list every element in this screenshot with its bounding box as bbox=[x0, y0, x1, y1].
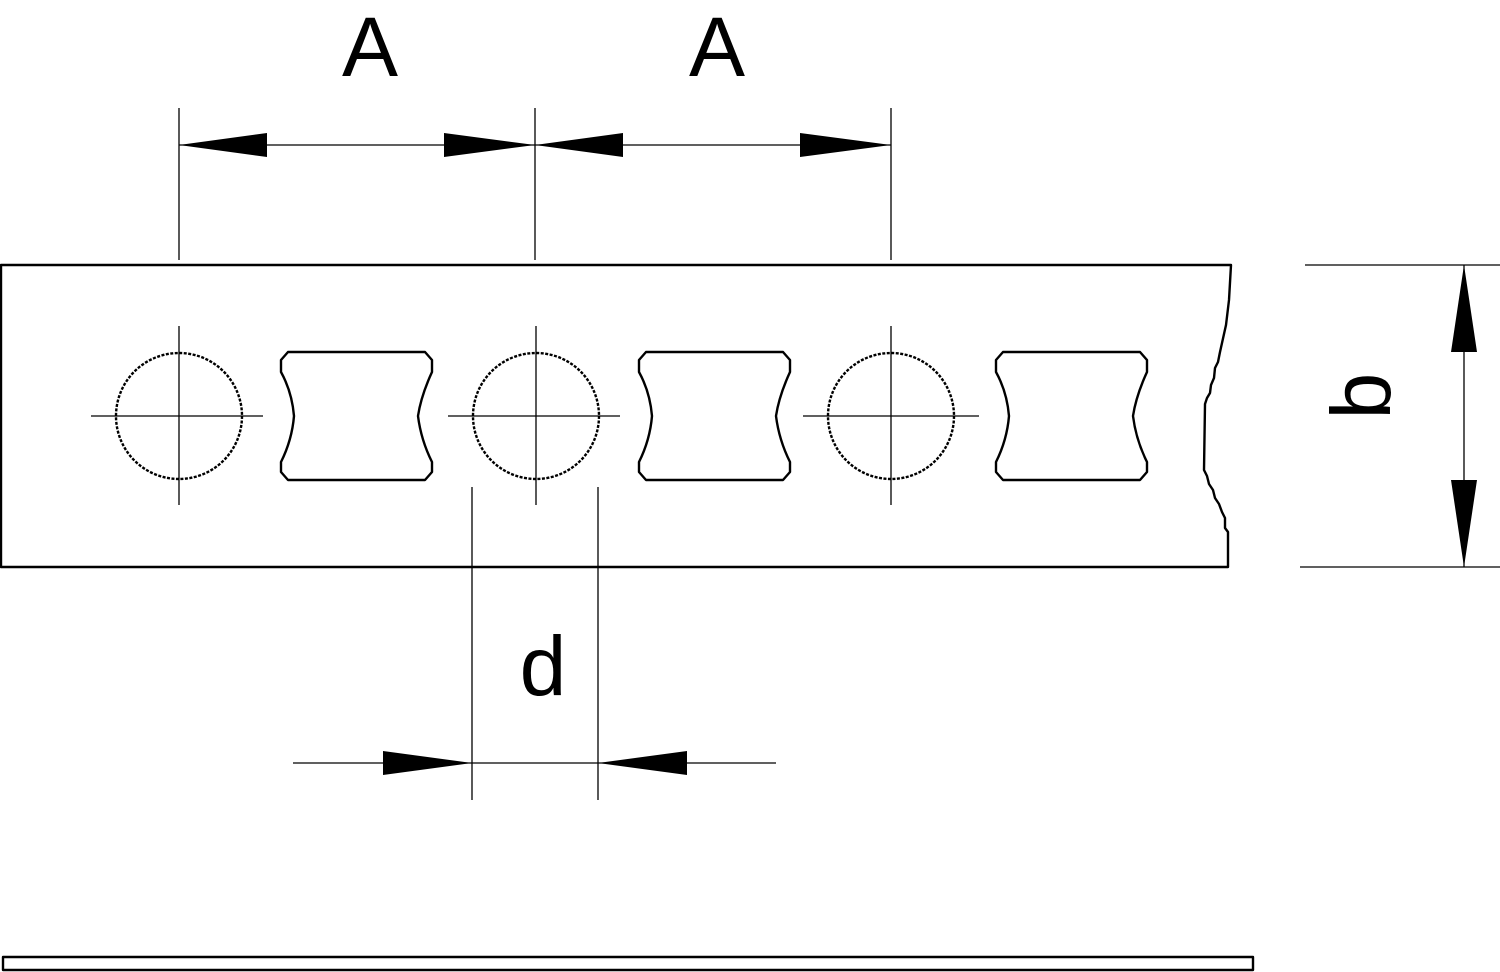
label-b: b bbox=[1314, 373, 1408, 420]
dimension-a bbox=[178, 108, 892, 260]
strip-outline bbox=[0, 263, 1233, 569]
round-hole bbox=[803, 326, 979, 505]
label-a-right: A bbox=[689, 0, 745, 94]
slot-hole bbox=[279, 350, 434, 482]
round-hole bbox=[91, 326, 263, 505]
dimension-b bbox=[1300, 264, 1500, 568]
slot-hole bbox=[637, 350, 792, 482]
dimension-d bbox=[293, 487, 776, 800]
label-a-left: A bbox=[342, 0, 398, 94]
slot-hole bbox=[994, 350, 1149, 482]
label-d: d bbox=[520, 619, 567, 713]
round-hole bbox=[448, 326, 620, 505]
strip-side-view bbox=[1, 955, 1255, 972]
